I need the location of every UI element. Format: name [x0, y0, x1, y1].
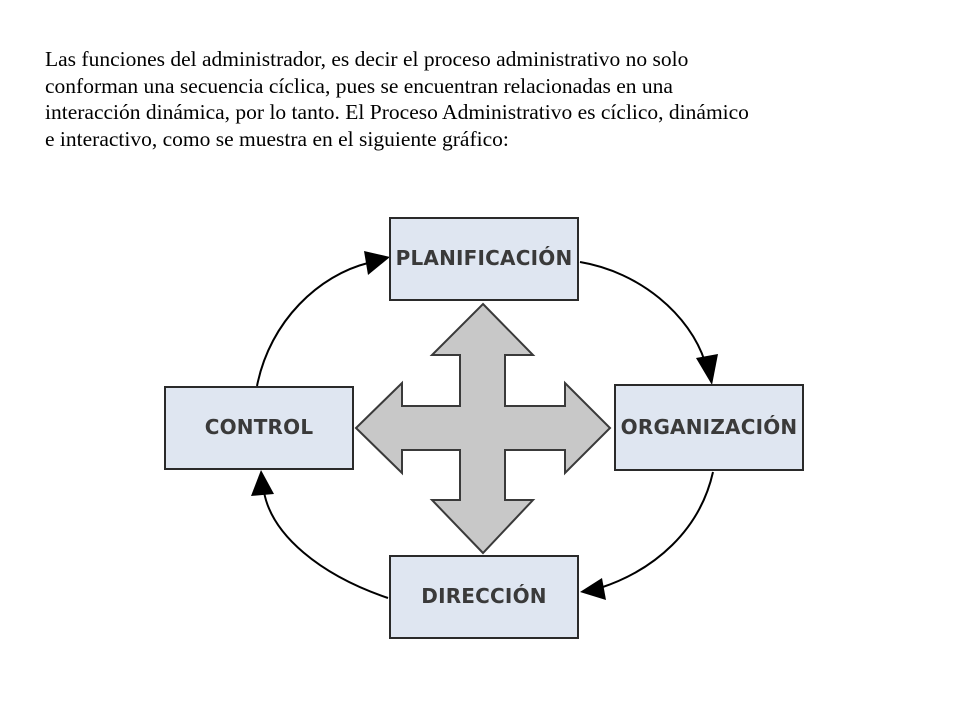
intro-line-3: interacción dinámica, por lo tanto. El P… — [45, 100, 749, 124]
cycle-arrow-control-planificacion — [256, 262, 369, 387]
arrowhead-icon — [580, 578, 606, 600]
four-way-arrow-icon — [354, 302, 612, 555]
cycle-arrow-organizacion-direccion — [599, 471, 714, 589]
node-control: CONTROL — [164, 386, 354, 470]
intro-line-4: e interactivo, como se muestra en el sig… — [45, 126, 509, 151]
node-label-control: CONTROL — [205, 415, 314, 439]
intro-paragraph: Las funciones del administrador, es deci… — [45, 46, 935, 152]
intro-line-2: conforman una secuencia cíclica, pues se… — [45, 73, 673, 98]
cycle-arrow-planificacion-organizacion — [579, 261, 706, 363]
cycle-arrows — [251, 251, 718, 600]
node-direccion: DIRECCIÓN — [389, 555, 579, 639]
node-label-organizacion: ORGANIZACIÓN — [621, 415, 798, 439]
arrowhead-icon — [364, 251, 390, 275]
node-organizacion: ORGANIZACIÓN — [614, 384, 804, 471]
cycle-arrow-direccion-control — [263, 491, 389, 599]
intro-line-1: Las funciones del administrador, es deci… — [45, 47, 689, 71]
node-planificacion: PLANIFICACIÓN — [389, 217, 579, 301]
node-label-direccion: DIRECCIÓN — [421, 584, 546, 608]
arrowhead-icon — [696, 354, 718, 385]
node-label-planificacion: PLANIFICACIÓN — [396, 246, 573, 270]
arrowhead-icon — [251, 470, 274, 496]
